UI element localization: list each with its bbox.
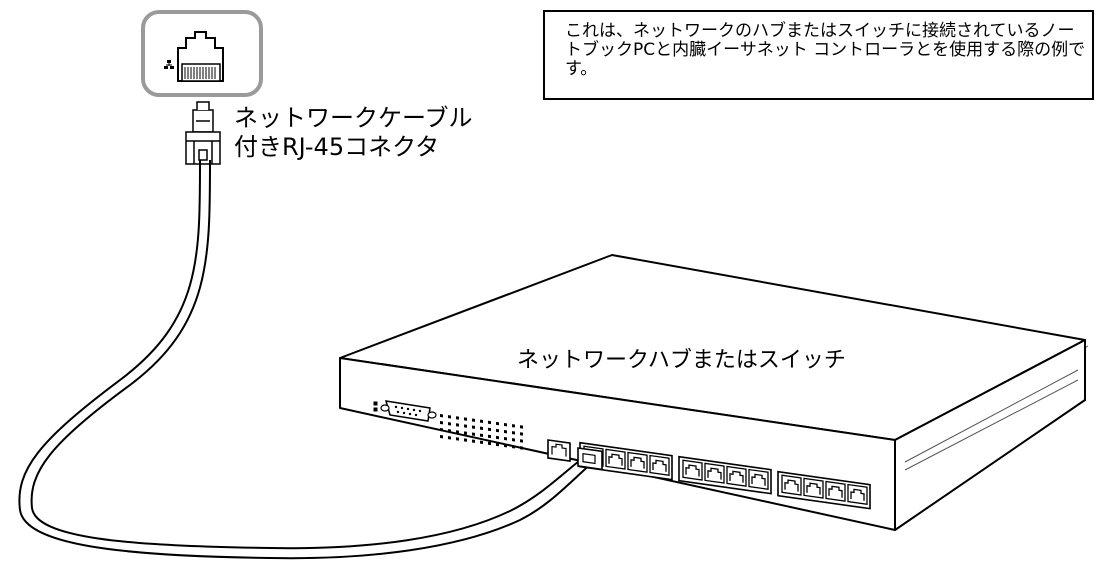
ethernet-port-group-2	[678, 455, 772, 495]
cable-label: ネットワークケーブル 付きRJ-45コネクタ	[234, 104, 473, 162]
console-port-icon	[373, 400, 437, 422]
network-symbol-icon	[164, 60, 174, 69]
cable-label-line-1: ネットワークケーブル	[234, 104, 473, 132]
ethernet-port-group-3	[777, 470, 871, 510]
status-led-grid	[440, 414, 523, 450]
hub-switch	[339, 254, 1089, 531]
rj45-plug-icon	[185, 101, 221, 165]
uplink-port	[547, 439, 571, 463]
ethernet-port-group-1	[579, 441, 673, 481]
network-cable	[18, 159, 593, 560]
lan-port-icon	[141, 10, 263, 97]
description-note: これは、ネットワークのハブまたはスイッチに接続されているノートブックPCと内臓イ…	[543, 10, 1094, 100]
inserted-plug	[577, 447, 603, 471]
hub-label: ネットワークハブまたはスイッチ	[517, 348, 846, 373]
description-text: これは、ネットワークのハブまたはスイッチに接続されているノートブックPCと内臓イ…	[565, 21, 1086, 79]
cable-label-line-2: 付きRJ-45コネクタ	[234, 133, 440, 161]
